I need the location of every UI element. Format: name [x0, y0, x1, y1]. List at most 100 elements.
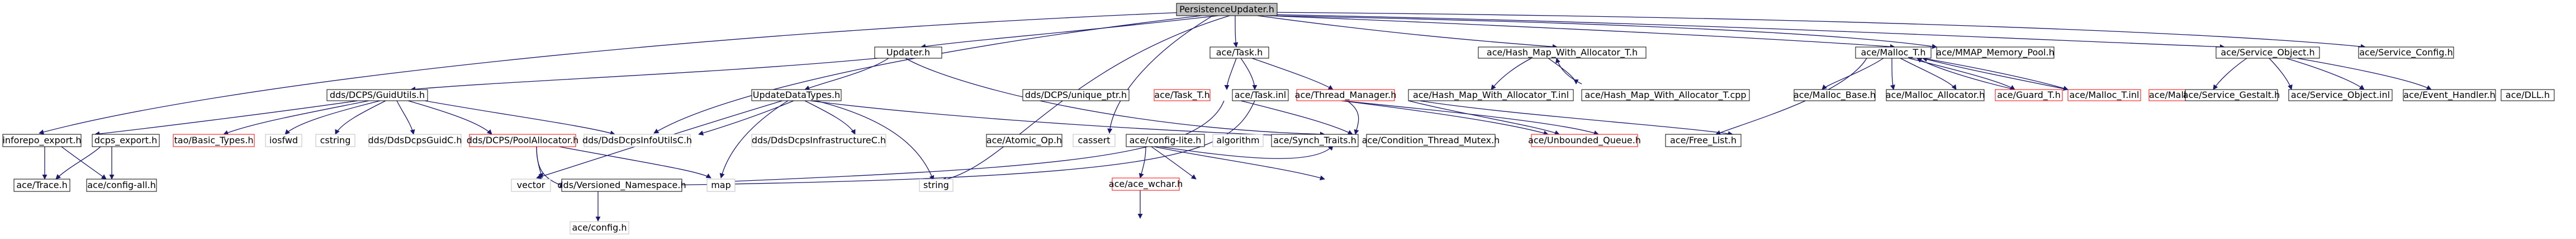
node-box — [2288, 89, 2393, 101]
node-synch-traits[interactable]: ace/Synch_Traits.h — [1271, 134, 1359, 147]
node-algorithm[interactable]: algorithm — [1212, 134, 1264, 147]
node-box — [1581, 89, 1750, 101]
node-hash-map[interactable]: ace/Hash_Map_With_Allocator_T.h — [1478, 46, 1647, 59]
node-box — [919, 179, 953, 192]
node-hash-map-cpp[interactable]: ace/Hash_Map_With_Allocator_T.cpp — [1581, 89, 1750, 101]
node-string[interactable]: string — [919, 179, 953, 192]
node-box — [1209, 46, 1269, 59]
node-label: dds/DdsDcpsInfrastructureC.h — [752, 135, 886, 146]
node-box — [2185, 89, 2278, 101]
node-label: ace/Malloc_Base.h — [1794, 90, 1876, 101]
node-vector[interactable]: vector — [511, 179, 551, 192]
node-label: PersistenceUpdater.h — [1179, 4, 1274, 15]
node-label: inforepo_export.h — [2, 135, 81, 146]
node-dll[interactable]: ace/DLL.h — [2501, 89, 2555, 101]
node-box — [13, 179, 70, 192]
node-label: ace/Event_Handler.h — [2403, 90, 2495, 101]
node-dcps-export[interactable]: dcps_export.h — [92, 134, 160, 147]
node-box — [1665, 134, 1742, 147]
node-label: ace/Guard_T.h — [1997, 90, 2061, 101]
node-iosfwd[interactable]: iosfwd — [265, 134, 302, 147]
node-task-inl[interactable]: ace/Task.inl — [1232, 89, 1289, 101]
node-box — [751, 89, 842, 101]
node-unbounded-queue[interactable]: ace/Unbounded_Queue.h — [1528, 134, 1641, 147]
node-box — [1794, 89, 1876, 101]
node-ace-trace[interactable]: ace/Trace.h — [13, 179, 70, 192]
node-updater[interactable]: Updater.h — [874, 46, 942, 59]
node-label: map — [711, 180, 731, 190]
node-box — [986, 134, 1062, 147]
node-service-gestalt[interactable]: ace/Service_Gestalt.h — [2183, 89, 2280, 101]
node-malloc-t[interactable]: ace/Malloc_T.h — [1855, 46, 1932, 59]
node-box — [874, 46, 942, 59]
node-info-utils-c[interactable]: dds/DdsDcpsInfoUtilsC.h — [582, 134, 692, 147]
node-guid-utils[interactable]: dds/DCPS/GuidUtils.h — [326, 89, 428, 101]
node-box — [265, 134, 302, 147]
node-malloc-base[interactable]: ace/Malloc_Base.h — [1794, 89, 1876, 101]
node-box — [1408, 89, 1574, 101]
node-service-config[interactable]: ace/Service_Config.h — [2358, 46, 2454, 59]
node-task-t[interactable]: ace/Task_T.h — [1154, 89, 1211, 101]
node-box — [2358, 46, 2454, 59]
node-label: ace/Service_Config.h — [2359, 47, 2453, 58]
node-box — [706, 179, 736, 192]
node-label: ace/Malloc_Allocator.h — [1886, 90, 1985, 101]
node-versioned-namespace[interactable]: dds/Versioned_Namespace.h — [557, 179, 686, 192]
node-map[interactable]: map — [706, 179, 736, 192]
node-box — [511, 179, 551, 192]
node-cassert[interactable]: cassert — [1073, 134, 1116, 147]
node-config-all[interactable]: ace/config-all.h — [86, 179, 157, 192]
node-persistence-updater[interactable]: PersistenceUpdater.h — [1176, 3, 1278, 16]
node-dds-guid-c[interactable]: dds/DdsDcpsGuidC.h — [368, 134, 462, 147]
node-tao-basic-types[interactable]: tao/Basic_Types.h — [173, 134, 255, 147]
node-thread-manager[interactable]: ace/Thread_Manager.h — [1295, 89, 1397, 101]
node-box — [1366, 134, 1496, 147]
node-service-object[interactable]: ace/Service_Object.h — [2216, 46, 2320, 59]
node-label: ace/Thread_Manager.h — [1295, 90, 1397, 101]
node-box — [1154, 89, 1211, 101]
node-condition-thread-mutex[interactable]: ace/Condition_Thread_Mutex.h — [1362, 134, 1500, 147]
node-box — [1271, 134, 1359, 147]
node-box — [326, 89, 428, 101]
node-atomic-op[interactable]: ace/Atomic_Op.h — [986, 134, 1062, 147]
node-config-lite[interactable]: ace/config-lite.h — [1126, 134, 1205, 147]
node-ace-wchar[interactable]: ace/ace_wchar.h — [1109, 177, 1183, 191]
node-box — [1112, 177, 1180, 191]
node-label: algorithm — [1216, 135, 1259, 146]
node-label: ace/Service_Object.inl — [2291, 90, 2390, 101]
node-pool-allocator[interactable]: dds/DCPS/PoolAllocator.h — [467, 134, 578, 147]
node-label: ace/Atomic_Op.h — [986, 135, 1062, 146]
node-label: ace/config-all.h — [87, 180, 156, 190]
node-label: ace/Task.inl — [1235, 90, 1286, 100]
node-service-object-inl[interactable]: ace/Service_Object.inl — [2288, 89, 2393, 101]
node-hash-map-inl[interactable]: ace/Hash_Map_With_Allocator_T.inl — [1408, 89, 1574, 101]
node-box — [92, 134, 160, 147]
node-label: ace/config-lite.h — [1130, 135, 1202, 146]
node-infrastructure-c[interactable]: dds/DdsDcpsInfrastructureC.h — [751, 134, 886, 147]
node-box — [751, 134, 886, 147]
node-malloc-allocator[interactable]: ace/Malloc_Allocator.h — [1886, 89, 1985, 101]
node-ace-config[interactable]: ace/config.h — [570, 221, 629, 235]
node-box — [2067, 89, 2141, 101]
node-free-list[interactable]: ace/Free_List.h — [1665, 134, 1742, 147]
node-label: ace/Condition_Thread_Mutex.h — [1362, 135, 1500, 146]
node-malloc-t-inl[interactable]: ace/Malloc_T.inl — [2067, 89, 2141, 101]
node-mmap-pool[interactable]: ace/MMAP_Memory_Pool.h — [1936, 46, 2055, 59]
node-label: tao/Basic_Types.h — [174, 135, 254, 146]
node-label: ace/Trace.h — [16, 180, 68, 190]
node-inforepo-export[interactable]: inforepo_export.h — [2, 134, 82, 147]
node-cstring[interactable]: cstring — [315, 134, 355, 147]
node-ace-task[interactable]: ace/Task.h — [1209, 46, 1269, 59]
node-guard-t[interactable]: ace/Guard_T.h — [1995, 89, 2063, 101]
node-event-handler[interactable]: ace/Event_Handler.h — [2403, 89, 2496, 101]
node-update-data-types[interactable]: UpdateDataTypes.h — [751, 89, 842, 101]
node-label: dds/DdsDcpsInfoUtilsC.h — [582, 135, 692, 146]
node-label: cassert — [1078, 135, 1111, 146]
node-box — [1126, 134, 1205, 147]
node-box — [583, 134, 691, 147]
node-unique-ptr[interactable]: dds/DCPS/unique_ptr.h — [1022, 89, 1130, 101]
node-box — [469, 134, 576, 147]
node-box — [1855, 46, 1932, 59]
node-box — [570, 221, 629, 235]
